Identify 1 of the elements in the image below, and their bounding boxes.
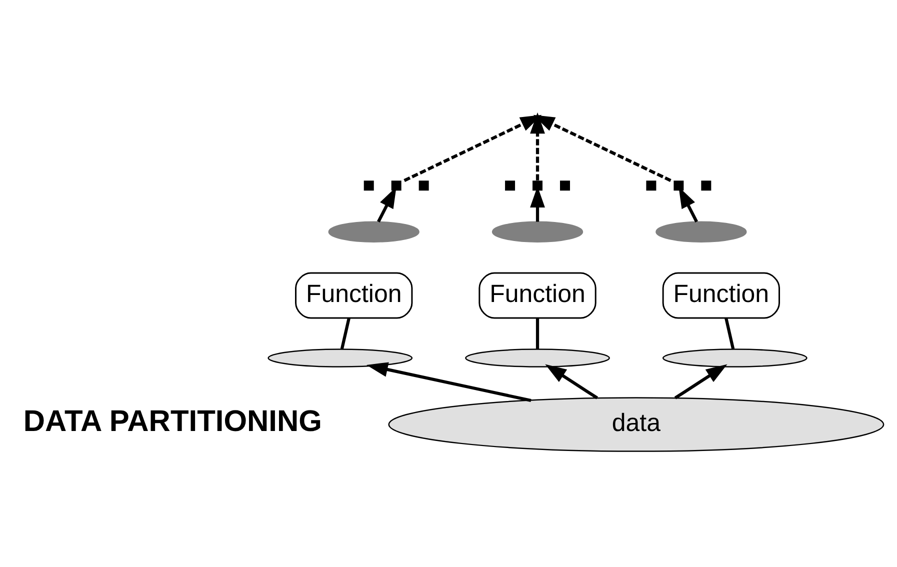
label: DATA PARTITIONING — [23, 405, 322, 438]
